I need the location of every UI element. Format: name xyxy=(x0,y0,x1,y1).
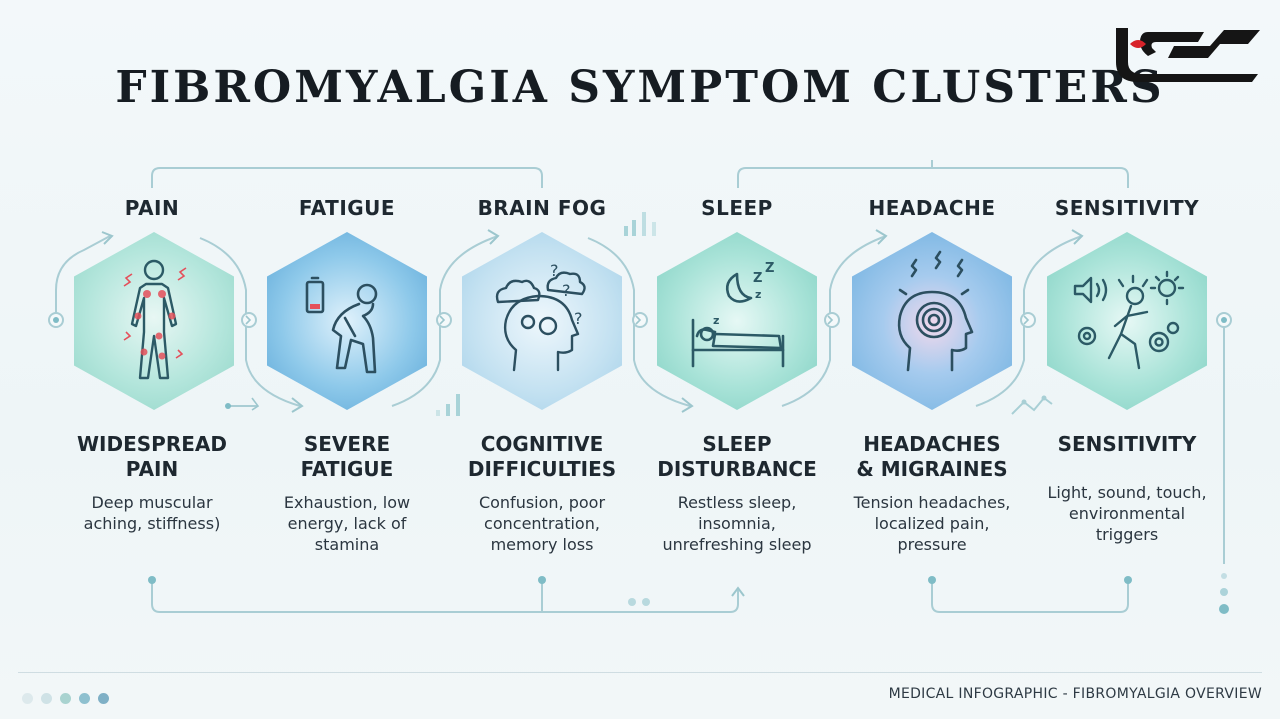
dot xyxy=(22,693,33,704)
cluster-description: Tension headaches, localized pain, press… xyxy=(853,493,1011,554)
footer-divider xyxy=(18,672,1262,673)
svg-text:z: z xyxy=(755,288,761,301)
cluster-category: HEADACHE xyxy=(868,196,996,220)
svg-text:?: ? xyxy=(574,309,583,328)
cluster-description: Confusion, poor concentration, memory lo… xyxy=(478,493,606,554)
body-pain-icon xyxy=(74,232,234,410)
cluster-category: BRAIN FOG xyxy=(477,196,607,220)
cluster-category: SLEEP xyxy=(701,196,773,220)
svg-text:?: ? xyxy=(562,281,571,300)
cluster-description: Exhaustion, low energy, lack of stamina xyxy=(283,493,411,554)
dot xyxy=(79,693,90,704)
cluster-heading: COGNITIVE DIFFICULTIES xyxy=(467,432,617,481)
cluster-category: SENSITIVITY xyxy=(1054,196,1200,220)
footer-caption: MEDICAL INFOGRAPHIC - FIBROMYALGIA OVERV… xyxy=(888,686,1262,702)
cluster-category: PAIN xyxy=(124,196,180,220)
page-dots xyxy=(22,689,117,708)
page-title: FIBROMYALGIA SYMPTOM CLUSTERS xyxy=(115,62,1165,113)
svg-text:z: z xyxy=(713,314,719,327)
cluster-description: Restless sleep, insomnia, unrefreshing s… xyxy=(662,493,812,554)
tired-person-battery-icon xyxy=(267,232,427,410)
dot xyxy=(98,693,109,704)
brand-logo xyxy=(1116,28,1260,82)
svg-text:Z: Z xyxy=(753,271,762,286)
cluster-description: Light, sound, touch, environmental trigg… xyxy=(1047,483,1207,544)
dot xyxy=(60,693,71,704)
person-sound-light-icon xyxy=(1047,232,1207,410)
cluster-description: Deep muscular aching, stiffness) xyxy=(83,493,221,533)
dot xyxy=(41,693,52,704)
cluster-heading: HEADACHES & MIGRAINES xyxy=(856,432,1008,481)
cluster-category: FATIGUE xyxy=(298,196,396,220)
svg-text:Z: Z xyxy=(765,261,774,276)
cluster-heading: SLEEP DISTURBANCE xyxy=(657,432,817,481)
head-clouds-gears-icon: ? ? ? xyxy=(462,232,622,410)
person-in-bed-moon-icon: Z Z z z xyxy=(657,232,817,410)
head-pain-waves-icon xyxy=(852,232,1012,410)
svg-text:?: ? xyxy=(550,261,559,280)
cluster-heading: WIDESPREAD PAIN xyxy=(77,432,227,481)
cluster-heading: SEVERE FATIGUE xyxy=(300,432,394,481)
cluster-heading: SENSITIVITY xyxy=(1057,432,1197,456)
